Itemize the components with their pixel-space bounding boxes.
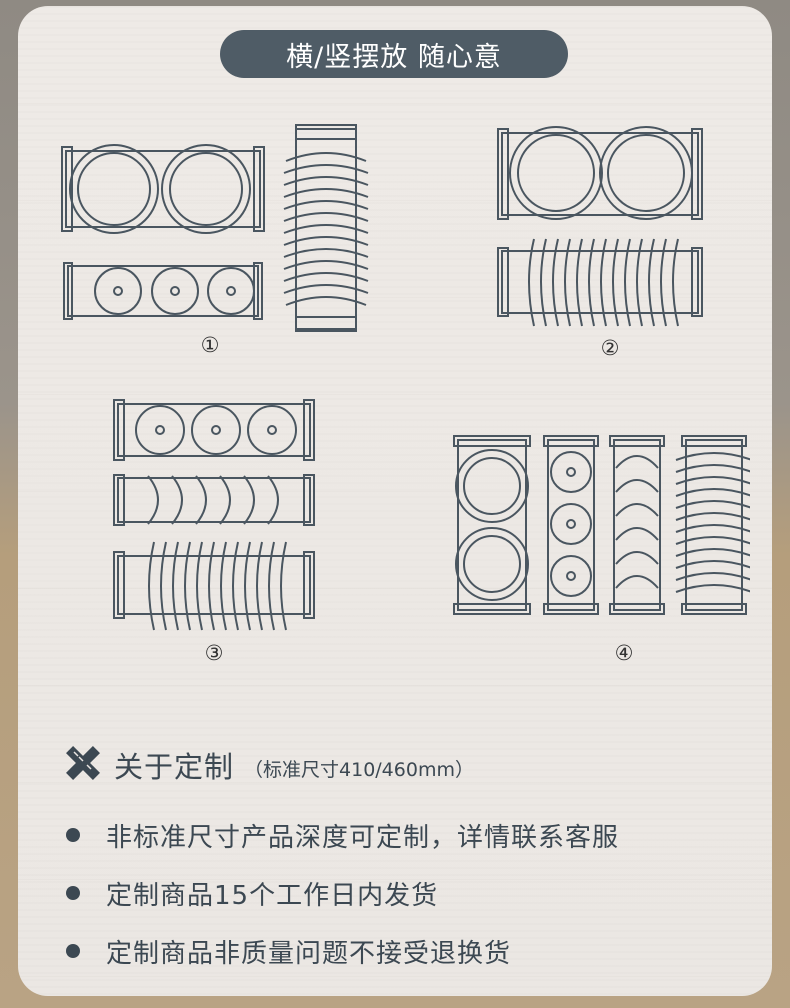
custom-bullet-list: 非标准尺寸产品深度可定制，详情联系客服 定制商品15个工作日内发货 定制商品非质… (66, 806, 619, 980)
bowl-rack-small (63, 262, 263, 320)
custom-heading: 关于定制 (114, 750, 235, 784)
bowl-rack-vertical (543, 435, 599, 615)
plate-rack-vertical (283, 124, 369, 332)
list-item: 定制商品15个工作日内发货 (66, 864, 619, 922)
list-item: 定制商品非质量问题不接受退换货 (66, 922, 619, 980)
plate-rack-horizontal (497, 238, 703, 327)
layout-1-label: ① (200, 333, 220, 357)
layout-3-diagram (110, 396, 320, 636)
layout-2-diagram (494, 121, 709, 336)
layout-3-label: ③ (204, 641, 224, 665)
standard-size-note: （标准尺寸410/460mm） (244, 758, 474, 781)
bullet-text: 非标准尺寸产品深度可定制，详情联系客服 (106, 822, 620, 853)
bullet-dot (66, 828, 80, 842)
bullet-dot (66, 886, 80, 900)
layout-1-diagram (58, 121, 388, 336)
bowl-rack (113, 399, 315, 461)
layout-4-diagram (450, 434, 750, 619)
content-card: 横/竖摆放 随心意 (18, 6, 772, 996)
layout-4-label: ④ (614, 641, 634, 665)
plate-rack-large (61, 144, 265, 234)
bowl-rack-stacked (113, 474, 315, 526)
custom-section-header: 关于定制 （标准尺寸410/460mm） (60, 742, 474, 788)
pencil-ruler-icon (60, 740, 106, 790)
list-item: 非标准尺寸产品深度可定制，详情联系客服 (66, 806, 619, 864)
bullet-text: 定制商品15个工作日内发货 (106, 880, 439, 911)
bullet-dot (66, 944, 80, 958)
bowl-rack-stacked-vertical (609, 435, 665, 615)
layout-2-label: ② (600, 336, 620, 360)
plate-rack-horizontal (113, 541, 315, 631)
plate-rack-vertical (675, 435, 750, 615)
plate-rack-large (497, 126, 703, 220)
page-title: 横/竖摆放 随心意 (220, 30, 568, 78)
plate-rack-vertical-large (453, 435, 531, 615)
bullet-text: 定制商品非质量问题不接受退换货 (106, 938, 512, 969)
